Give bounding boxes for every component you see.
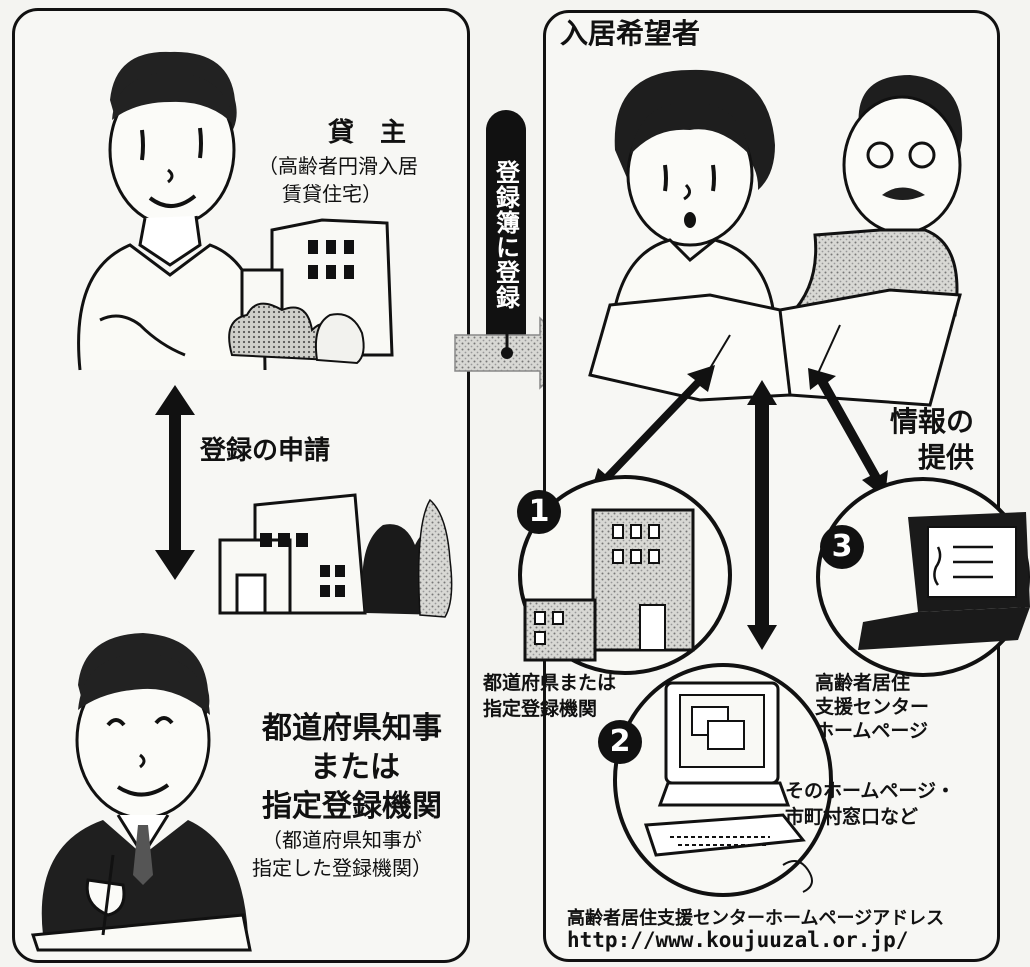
channel-3-laptop-icon	[816, 477, 1030, 677]
channel-1-number: 1	[517, 490, 561, 534]
channel-arrows	[590, 365, 888, 650]
application-label: 登録の申請	[200, 436, 331, 466]
application-double-arrow-icon	[155, 385, 195, 580]
authority-note-line2: 指定した登録機関）	[252, 856, 432, 880]
landlord-title: 貸 主	[328, 118, 407, 148]
authority-line3: 指定登録機関	[262, 789, 442, 824]
authority-line2: または	[310, 750, 400, 785]
rental-housing-building-icon	[228, 218, 394, 365]
landlord-subtitle-line2: 賃貸住宅）	[282, 182, 382, 206]
info-label-line2: 提供	[918, 441, 975, 474]
channel-2-label-line1: そのホームページ・	[785, 780, 956, 802]
channel-2-desktop-computer-icon	[613, 663, 833, 897]
footer-url: http://www.koujuuzal.or.jp/	[567, 928, 909, 952]
applicants-title: 入居希望者	[560, 17, 701, 50]
landlord-illustration	[77, 51, 267, 371]
official-illustration	[30, 633, 252, 952]
channel-2-number: 2	[598, 720, 642, 764]
channel-1-label-line1: 都道府県または	[483, 672, 617, 694]
channel-1-label-line2: 指定登録機関	[483, 698, 598, 720]
authority-office-building-icon	[218, 493, 453, 618]
landlord-subtitle-line1: （高齢者円滑入居	[258, 154, 418, 178]
channel-3-label-line3: ホームページ	[815, 720, 929, 742]
authority-note-line1: （都道府県知事が	[262, 828, 422, 852]
channel-2-label-line2: 市町村窓口など	[785, 806, 919, 828]
channel-3-label-line2: 支援センター	[815, 696, 930, 718]
info-label-line1: 情報の	[890, 405, 975, 438]
channel-3-number: 3	[820, 525, 864, 569]
footer-caption: 高齢者居住支援センターホームページアドレス	[567, 908, 945, 929]
channel-1-prefecture-office-icon	[518, 475, 732, 675]
authority-line1: 都道府県知事	[262, 711, 442, 746]
channel-3-label-line1: 高齢者居住	[815, 672, 911, 694]
landlord-authority-panel	[12, 8, 470, 963]
applicants-couple-illustration	[588, 69, 963, 407]
